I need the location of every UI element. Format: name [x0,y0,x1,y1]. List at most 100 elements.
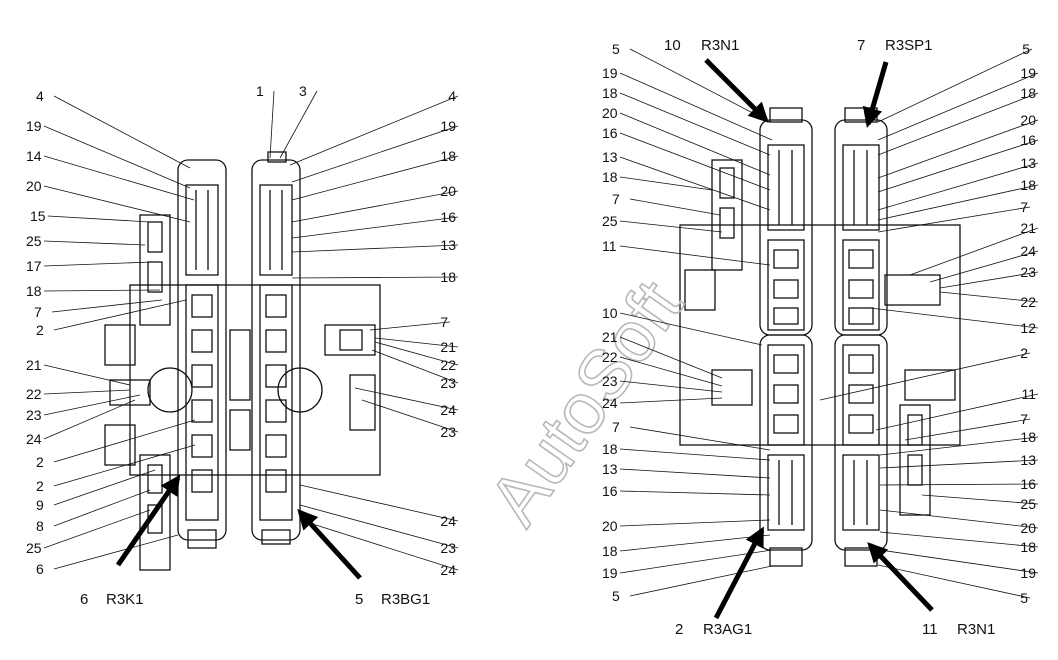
caption-left-2-code: R3BG1 [381,591,430,608]
part-label: 23 [440,375,456,391]
leader-line [53,419,196,463]
part-label: 5 [612,41,620,57]
part-label: 22 [602,349,618,365]
leader-line [43,261,153,267]
leader-line [939,291,1039,303]
part-label: 5 [612,588,620,604]
leader-line [291,276,459,279]
leader-line [877,206,1031,233]
part-label: 20 [602,518,618,534]
part-label: 13 [440,237,456,253]
part-label: 23 [440,540,456,556]
leader-line [354,387,459,411]
part-label: 14 [26,148,42,164]
part-label: 24 [440,402,456,418]
part-label: 25 [1020,496,1036,512]
caption-left-1-code: R3K1 [106,591,144,608]
part-label: 25 [26,540,42,556]
leader-line [875,393,1039,431]
leader-line [939,271,1039,289]
part-label: 18 [602,169,618,185]
leader-line [921,494,1039,505]
part-label: 19 [440,118,456,134]
leader-line [619,220,723,233]
part-label: 13 [1020,155,1036,171]
caption-left-2-num: 5 [355,591,363,608]
part-label: 16 [440,209,456,225]
leader-line [53,299,187,331]
leader-line [51,299,163,313]
leader-line [43,394,141,416]
part-label: 2 [1020,345,1028,361]
part-label: 7 [34,304,42,320]
part-label: 18 [1020,429,1036,445]
leader-line [43,125,191,189]
part-label: 21 [440,339,456,355]
leader-line [619,356,723,387]
leader-line [269,90,275,159]
leader-line [289,95,459,166]
part-label: 16 [1020,132,1036,148]
part-label: 18 [1020,539,1036,555]
part-label: 22 [440,357,456,373]
leader-line [369,321,451,331]
leader-line [619,312,763,346]
part-label: 17 [26,258,42,274]
callout-arrows [115,58,934,620]
part-label: 24 [1020,243,1036,259]
part-label: 18 [26,283,42,299]
part-label: 25 [602,213,618,229]
leader-line [619,468,771,479]
leader-line [619,176,713,191]
part-label: 22 [1020,294,1036,310]
part-label: 16 [1020,476,1036,492]
leader-line [43,509,151,549]
leader-line [879,531,1039,548]
leader-line [877,119,1039,179]
part-label: 19 [26,118,42,134]
part-label: 24 [26,431,42,447]
caption-right-top-1-code: R3N1 [701,37,739,54]
part-label: 5 [1022,41,1030,57]
caption-right-bottom-2-code: R3N1 [957,621,995,638]
leader-line [629,48,771,123]
part-label: 5 [1020,590,1028,606]
part-label: 10 [602,305,618,321]
leader-line [904,418,1031,441]
part-label: 7 [440,314,448,330]
leader-line [374,341,459,366]
leader-line [299,519,459,571]
leader-line [619,245,771,266]
part-label: 18 [1020,85,1036,101]
arrow-r3k1 [115,474,181,567]
part-label: 16 [602,125,618,141]
leader-line [619,132,771,191]
part-label: 20 [440,183,456,199]
leader-line [43,399,136,440]
part-label: 23 [1020,264,1036,280]
leader-line [877,162,1039,211]
leader-line [291,155,459,201]
leader-line [877,564,1031,599]
part-label: 11 [1021,386,1036,402]
part-label: 15 [30,208,46,224]
part-label: 13 [602,149,618,165]
leader-line [877,92,1039,156]
leader-line [619,380,723,393]
leader-line [43,289,161,292]
caption-right-bottom-1-code: R3AG1 [703,621,752,638]
leader-line [619,156,771,211]
part-label: 18 [1020,177,1036,193]
leader-line [879,549,1039,574]
leader-line [291,190,459,223]
leader-line [299,484,459,522]
leader-line [619,448,771,461]
part-label: 23 [602,373,618,389]
part-label: 24 [440,513,456,529]
arrow-r3n1-bottom [867,542,934,612]
part-label: 12 [1020,320,1036,336]
part-label: 8 [36,518,44,534]
leader-line [371,349,459,384]
